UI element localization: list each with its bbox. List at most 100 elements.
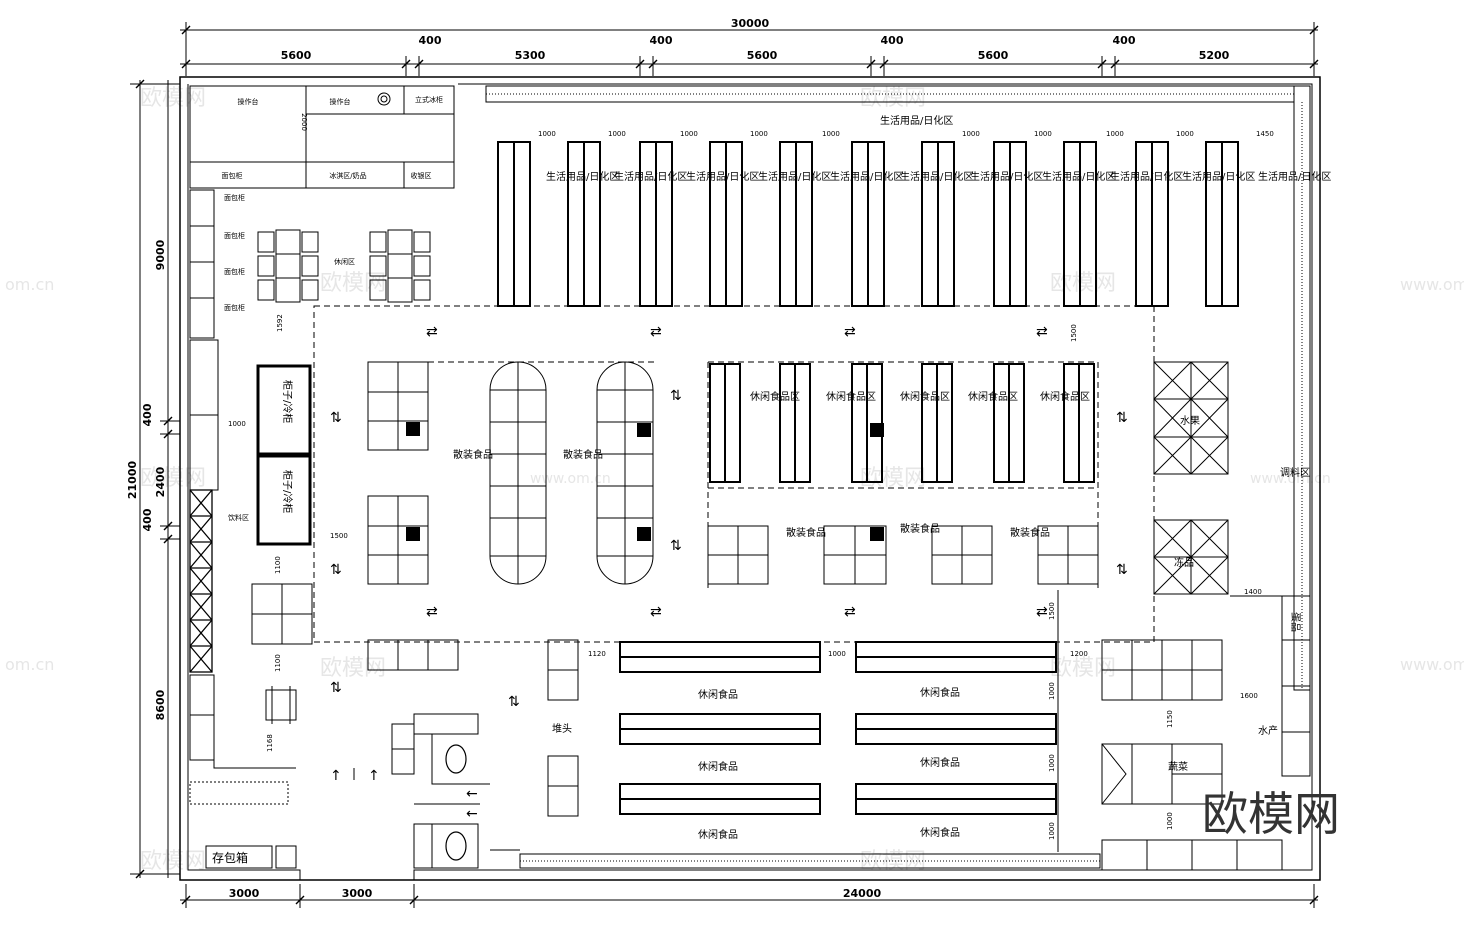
label-daily-goods: 生活用品/日化区 [758, 170, 831, 183]
label-snack-shelf: 休闲食品 [920, 826, 960, 839]
measure-1120: 1120 [588, 650, 606, 658]
checkout-area [189, 713, 520, 869]
measure-1000: 1000 [608, 130, 626, 138]
up-arrow-icon: ↑ [330, 768, 342, 784]
measure-1000: 1000 [1176, 130, 1194, 138]
label-bread-cabinet: 面包柜 [224, 193, 245, 202]
label-drinks: 饮料区 [228, 513, 249, 522]
label-daily-goods: 生活用品/日化区 [900, 170, 973, 183]
swap-arrow-icon: ⇄ [650, 324, 662, 340]
watermark-url: www.om.cn [530, 471, 611, 487]
swap-arrow-icon: ⇄ [844, 604, 856, 620]
dim-bottom-seg: 3000 [229, 887, 260, 900]
misc-measures: 1592 1000 1500 1100 1100 1168 1120 1000 … [228, 314, 1262, 840]
dimension-labels: 30000 5600 400 5300 400 5600 400 5600 40… [126, 17, 1230, 900]
bulk-food-markers [406, 422, 884, 541]
measure-1100: 1100 [274, 556, 282, 574]
dimension-lines [130, 22, 1318, 908]
flow-arrows: ⇄ ⇄ ⇄ ⇄ ⇄ ⇄ ⇄ ⇄ ⇅ ⇅ ⇅ ⇅ ⇅ ⇅ ⇅ ⇅ ↑ ↑ ← ← [330, 324, 1128, 822]
left-arrow-icon: ← [466, 786, 478, 802]
label-bulk-food: 散装食品 [563, 448, 603, 461]
left-wall-cabinets [189, 189, 296, 769]
swap-arrow-icon: ⇄ [426, 324, 438, 340]
watermark-url: www.om.cn [1400, 275, 1464, 294]
watermark: 欧模网 [860, 86, 926, 111]
snack-shelves-lower [619, 641, 1057, 815]
label-cold-cabinet: 柜子/冷柜 [281, 380, 294, 423]
measure-2000: 2000 [300, 113, 308, 131]
left-wall-labels: 面包柜 面包柜 面包柜 面包柜 饮料区 [224, 193, 249, 522]
daily-goods-shelves [497, 141, 1239, 307]
label-cashier-area: 收银区 [411, 171, 432, 180]
endcap-stands [547, 639, 579, 817]
dim-left-seg: 9000 [154, 239, 167, 270]
watermark-domain: om.cn [5, 655, 54, 674]
updown-arrow-icon: ⇅ [330, 680, 342, 696]
label-daily-goods: 生活用品/日化区 [614, 170, 687, 183]
fruit-island [1153, 361, 1229, 475]
aisle-guides [313, 305, 1155, 643]
measure-1000: 1000 [1166, 812, 1174, 830]
dim-top-seg: 400 [419, 34, 442, 47]
dim-left-seg: 400 [141, 403, 154, 426]
dim-left-seg: 8600 [154, 689, 167, 720]
daily-goods-gaps: 1000 1000 1000 1000 1000 1000 1000 1000 … [538, 130, 1274, 138]
label-daily-goods: 生活用品/日化区 [830, 170, 903, 183]
label-eggs: 蛋品 [1289, 612, 1301, 632]
label-snack-food: 休闲食品区 [900, 390, 950, 403]
watermark: 欧模网 [140, 86, 206, 111]
watermark-domain: om.cn [5, 275, 54, 294]
updown-arrow-icon: ⇅ [670, 538, 682, 554]
swap-arrow-icon: ⇄ [844, 324, 856, 340]
label-daily-goods: 生活用品/日化区 [1182, 170, 1255, 183]
label-rest-area: 休闲区 [334, 257, 355, 266]
label-fruit: 水果 [1180, 415, 1200, 427]
dim-top-seg: 400 [650, 34, 673, 47]
watermark-layer: 欧模网 欧模网 欧模网 欧模网 欧模网 欧模网 欧模网 欧模网 欧模网 欧模网 … [5, 86, 1464, 874]
swap-arrow-icon: ⇄ [1036, 604, 1048, 620]
dim-bottom-seg: 24000 [843, 887, 882, 900]
measure-1000: 1000 [750, 130, 768, 138]
bulk-food-units [367, 361, 1099, 671]
updown-arrow-icon: ⇅ [1116, 562, 1128, 578]
left-arrow-icon: ← [466, 806, 478, 822]
measure-1000: 1000 [1048, 682, 1056, 700]
measure-1500: 1500 [1048, 602, 1056, 620]
label-bulk-food: 散装食品 [453, 448, 493, 461]
watermark-url: www.om.cn [1250, 471, 1331, 487]
dim-top-total: 30000 [731, 17, 770, 30]
watermark: 欧模网 [1050, 271, 1116, 296]
label-baggage: 存包箱 [212, 850, 248, 865]
measure-1200: 1200 [1070, 650, 1088, 658]
label-cold-cabinet: 柜子/冷柜 [281, 470, 294, 513]
label-ice-cream-dairy: 冰淇区/奶品 [329, 171, 366, 180]
measure-1600: 1600 [1240, 692, 1258, 700]
measure-1000: 1000 [680, 130, 698, 138]
frozen-island [1153, 519, 1229, 595]
measure-1450: 1450 [1256, 130, 1274, 138]
label-daily-goods: 生活用品/日化区 [1042, 170, 1115, 183]
watermark: 欧模网 [320, 271, 386, 296]
dim-top-seg: 5600 [747, 49, 778, 62]
measure-1100: 1100 [274, 654, 282, 672]
dim-top-seg: 400 [1113, 34, 1136, 47]
watermark: 欧模网 [320, 656, 386, 681]
dim-bottom-seg: 3000 [342, 887, 373, 900]
label-vegetables: 蔬菜 [1168, 761, 1188, 773]
label-snack-food: 休闲食品区 [826, 390, 876, 403]
label-operation-table: 操作台 [330, 97, 351, 106]
watermark: 欧模网 [1050, 656, 1116, 681]
measure-1000: 1000 [822, 130, 840, 138]
up-arrow-icon: ↑ [368, 768, 380, 784]
measure-1500: 1500 [1070, 324, 1078, 342]
label-daily-goods: 生活用品/日化区 [546, 170, 619, 183]
dim-top-seg: 5300 [515, 49, 546, 62]
label-daily-goods: 生活用品/日化区 [880, 114, 953, 127]
snack-lower-labels: 休闲食品 休闲食品 休闲食品 休闲食品 休闲食品 休闲食品 [698, 686, 960, 841]
label-aquatic: 水产 [1258, 724, 1278, 737]
label-bread-cabinet: 面包柜 [224, 303, 245, 312]
top-left-work-area [189, 85, 455, 189]
swap-arrow-icon: ⇄ [1036, 324, 1048, 340]
label-bulk-food: 散装食品 [786, 526, 826, 539]
updown-arrow-icon: ⇅ [330, 410, 342, 426]
